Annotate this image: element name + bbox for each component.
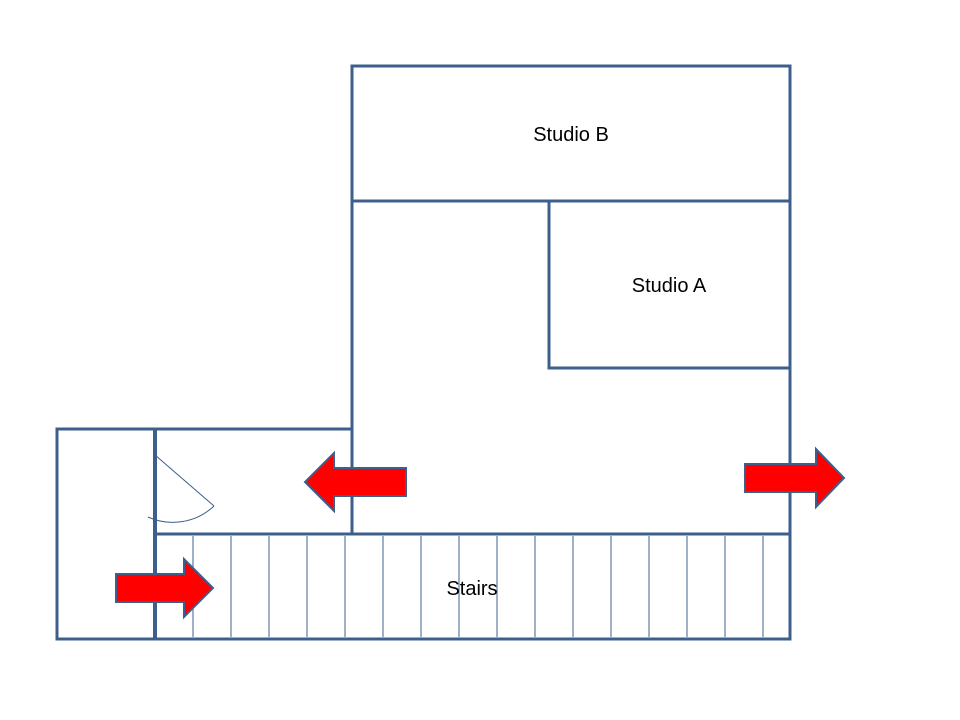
studio-b-room xyxy=(350,64,792,203)
stair-treads xyxy=(192,536,764,637)
entry-arrow-icon xyxy=(115,556,215,620)
door-swing-icon xyxy=(147,454,215,523)
stairs-label: Stairs xyxy=(446,578,497,600)
walls xyxy=(55,64,792,641)
studio-a-room xyxy=(547,201,790,370)
exit-arrow-icon xyxy=(744,446,846,510)
entry-vestibule xyxy=(55,427,157,641)
left-arrow-icon xyxy=(303,450,407,514)
studio-b-label: Studio B xyxy=(533,124,609,146)
studio-a-label: Studio A xyxy=(632,275,707,297)
